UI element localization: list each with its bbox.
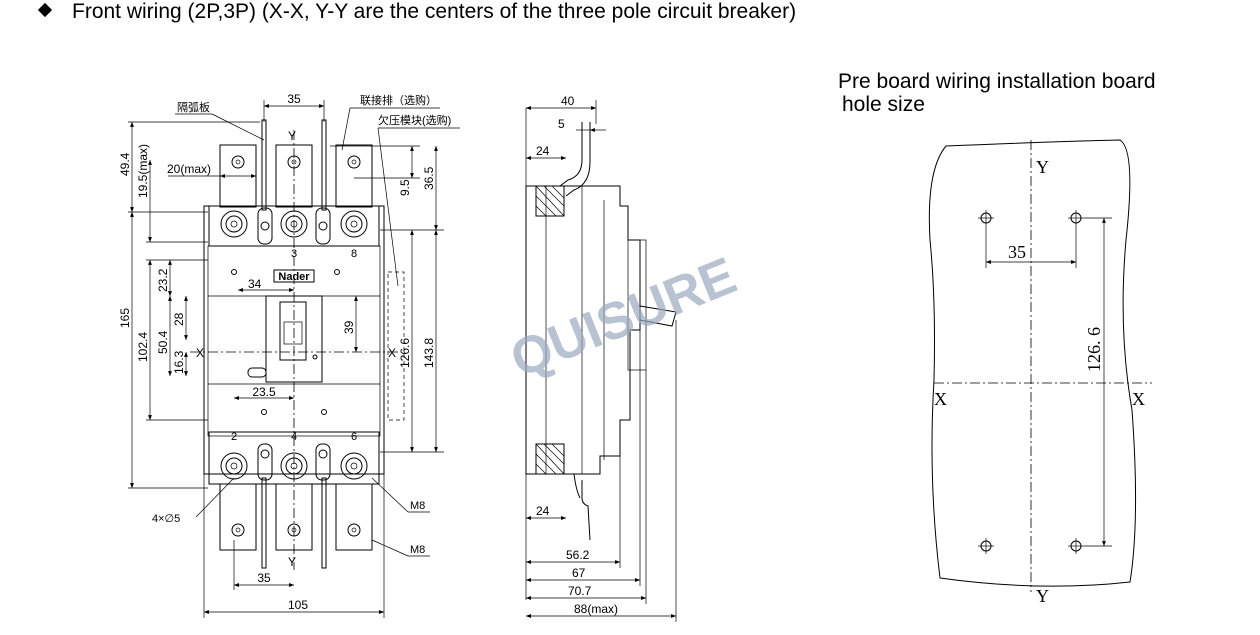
bolt-label-1: M8 xyxy=(410,500,425,512)
front-view: Nader 3 8 2 4 6 Y Y X X 隔弧板 联接排（选购） 欠压模块… xyxy=(118,92,460,618)
dim-35-bottom: 35 xyxy=(257,571,271,585)
board-dim-126-6: 126. 6 xyxy=(1084,327,1104,372)
dim-28: 28 xyxy=(172,312,186,326)
board-layout: Y Y X X 35 126. 6 xyxy=(928,139,1152,606)
dim-9-5: 9.5 xyxy=(398,179,412,196)
watermark: QUISURE xyxy=(503,247,744,390)
side-handle xyxy=(639,305,677,327)
x-label-left: X xyxy=(196,346,204,360)
bolt-label-2: M8 xyxy=(410,544,425,556)
side-view: 40 5 24 24 56.2 67 70.7 88(max) xyxy=(525,94,677,622)
dim-20max: 20(max) xyxy=(167,162,211,176)
dim-49-4: 49.4 xyxy=(118,152,132,176)
y-label-top: Y xyxy=(288,129,296,143)
terminal-label-top: 3 xyxy=(291,248,297,260)
terminal-label-2: 2 xyxy=(231,431,237,443)
dim-70-7: 70.7 xyxy=(568,584,592,598)
busbar-label: 联接排（选购） xyxy=(360,93,437,107)
dim-56-2: 56.2 xyxy=(566,548,590,562)
board-hole xyxy=(1068,210,1084,226)
board-x-label-left: X xyxy=(934,389,947,409)
section-heading: Front wiring (2P,3P) (X-X, Y-Y are the c… xyxy=(37,0,797,24)
dim-16-3: 16.3 xyxy=(172,350,186,374)
dim-19-5max: 19.5(max) xyxy=(136,144,150,198)
board-outline xyxy=(928,139,1137,587)
dim-165: 165 xyxy=(118,308,132,328)
board-title-line2: hole size xyxy=(842,93,925,116)
terminal-label-top-2: 8 xyxy=(351,248,357,260)
board-dim-35: 35 xyxy=(1008,242,1026,262)
x-label-right: X xyxy=(388,346,396,360)
dim-23-2: 23.2 xyxy=(156,268,170,292)
test-button xyxy=(247,367,267,378)
dim-34: 34 xyxy=(248,277,262,291)
board-title-line1: Pre board wiring installation board xyxy=(838,70,1156,93)
dim-24-top: 24 xyxy=(536,144,550,158)
dim-143-8: 143.8 xyxy=(422,338,436,368)
dim-88max: 88(max) xyxy=(574,602,618,616)
dim-40: 40 xyxy=(561,94,575,108)
board-x-label-right: X xyxy=(1132,389,1145,409)
dim-35-top: 35 xyxy=(287,92,301,106)
board-y-label-bottom: Y xyxy=(1036,586,1049,606)
dim-67: 67 xyxy=(572,566,586,580)
dim-50-4: 50.4 xyxy=(156,330,170,354)
dim-23-5: 23.5 xyxy=(252,385,276,399)
board-title: Pre board wiring installation board hole… xyxy=(838,70,1156,116)
holes-label: 4×∅5 xyxy=(152,513,180,525)
arc-barrier-label: 隔弧板 xyxy=(177,100,210,114)
board-hole xyxy=(1068,538,1084,554)
y-label-bottom: Y xyxy=(288,555,296,569)
dim-126-6: 126.6 xyxy=(398,338,412,368)
board-hole xyxy=(978,210,994,226)
handle xyxy=(279,301,307,361)
dim-24-bottom: 24 xyxy=(536,504,550,518)
board-y-label-top: Y xyxy=(1036,157,1049,177)
dim-105: 105 xyxy=(288,598,308,612)
dim-102-4: 102.4 xyxy=(136,332,150,362)
side-body xyxy=(525,185,641,475)
undervoltage-label: 欠压模块(选购) xyxy=(378,113,451,127)
section-heading-text: Front wiring (2P,3P) (X-X, Y-Y are the c… xyxy=(72,0,797,23)
dim-39: 39 xyxy=(342,320,356,334)
dim-36-5: 36.5 xyxy=(422,166,436,190)
dim-5: 5 xyxy=(558,117,565,131)
terminal-label-6: 6 xyxy=(351,431,357,443)
board-hole xyxy=(978,538,994,554)
